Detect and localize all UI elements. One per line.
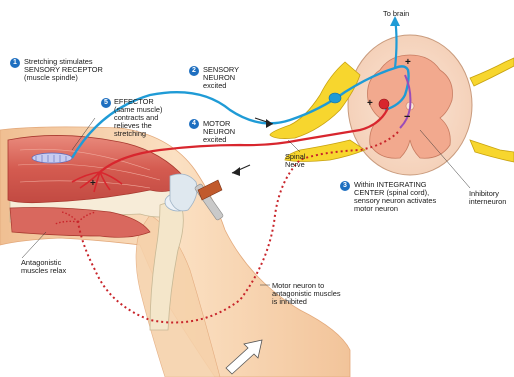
label-step-2: SENSORY NEURON excited: [203, 66, 239, 90]
muscle-spindle-receptor: [32, 153, 72, 163]
label-to-brain: To brain: [383, 10, 409, 18]
synapse-plus-3: +: [90, 180, 96, 188]
synapse-minus: −: [404, 113, 410, 121]
synapse-plus-2: +: [367, 100, 373, 108]
synapse-plus-1: +: [405, 59, 411, 67]
label-step-1: Stretching stimulates SENSORY RECEPTOR (…: [24, 58, 103, 82]
label-motor-inhibited: Motor neuron to antagonistic muscles is …: [272, 282, 341, 306]
step-badge-3: 3: [340, 181, 350, 191]
label-step-3: Within INTEGRATING CENTER (spinal cord),…: [354, 181, 436, 213]
label-spinal-nerve: Spinal Nerve: [285, 153, 306, 169]
label-inhibitory-interneuron: Inhibitory interneuron: [469, 190, 506, 206]
direction-arrow-icon: [232, 118, 273, 176]
label-antagonistic: Antagonistic muscles relax: [21, 259, 66, 275]
step-badge-4: 4: [189, 119, 199, 129]
step-badge-1: 1: [10, 58, 20, 68]
label-step-4: MOTOR NEURON excited: [203, 120, 235, 144]
label-step-5: EFFECTOR (same muscle) contracts and rel…: [114, 98, 162, 138]
step-badge-2: 2: [189, 66, 199, 76]
step-badge-5: 5: [101, 98, 111, 108]
